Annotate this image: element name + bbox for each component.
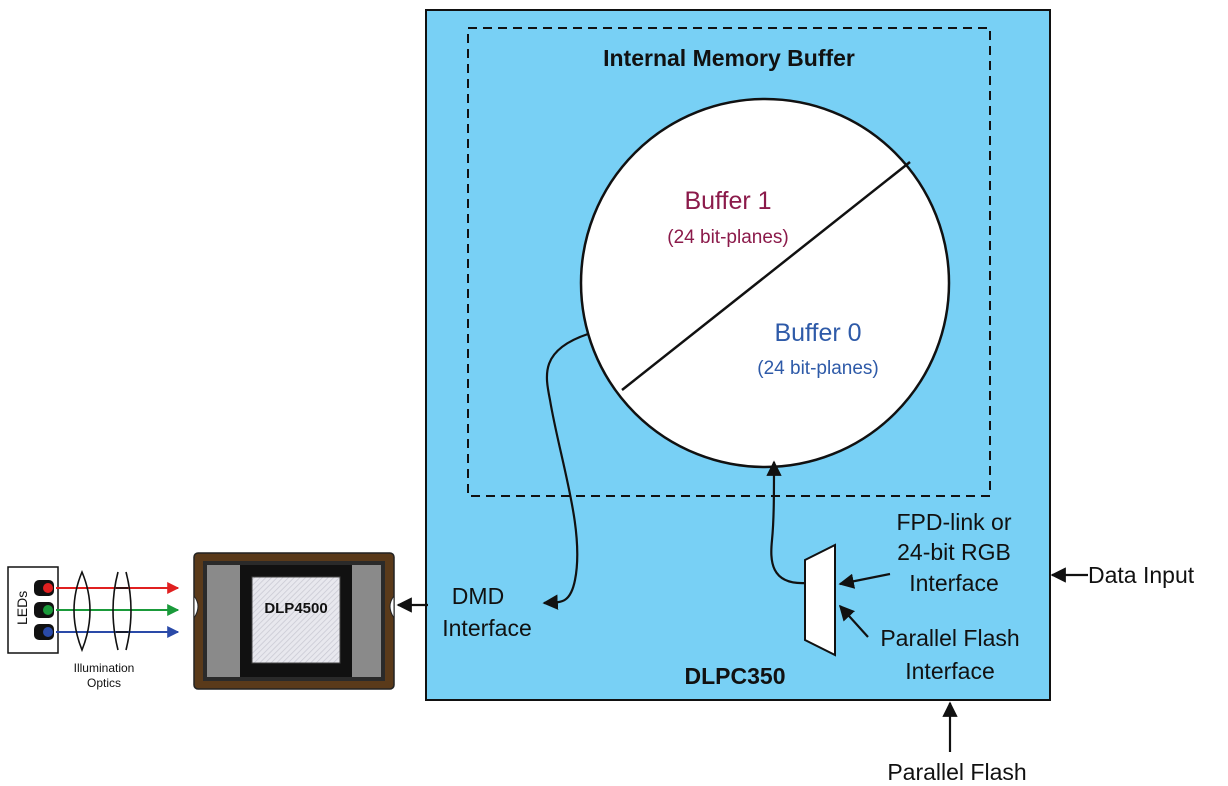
fpd-label-line2: 24-bit RGB xyxy=(897,539,1011,565)
fpd-arrow xyxy=(838,572,891,589)
flash-interface-arrow xyxy=(838,604,869,638)
fpd-label-line1: FPD-link or xyxy=(896,509,1011,535)
buffer-divider xyxy=(621,161,911,391)
fpd-label-line3: Interface xyxy=(909,570,999,596)
leds-label: LEDs xyxy=(14,591,30,625)
dlp4500-chip xyxy=(193,552,395,690)
flash-interface-line2: Interface xyxy=(905,658,995,684)
buffer0-label: Buffer 0 xyxy=(774,319,861,347)
chip-label: DLP4500 xyxy=(264,600,327,617)
optics-label-line2: Optics xyxy=(87,676,121,690)
internal-memory-buffer-frame xyxy=(467,27,991,497)
input-mux xyxy=(804,543,836,657)
buffer-title: Internal Memory Buffer xyxy=(603,45,855,71)
flash-interface-line1: Parallel Flash xyxy=(880,625,1019,651)
dmd-interface-line1: DMD xyxy=(452,583,504,609)
optics-label-line1: Illumination xyxy=(74,661,135,675)
led-module xyxy=(7,566,59,654)
buffer1-sub: (24 bit-planes) xyxy=(667,227,788,248)
buffer1-label: Buffer 1 xyxy=(684,187,771,215)
buffer-circle xyxy=(579,97,951,469)
dmd-interface-path xyxy=(542,332,589,610)
illumination-lenses xyxy=(73,569,132,653)
controller-label: DLPC350 xyxy=(685,663,786,689)
input-to-buffer-path xyxy=(766,460,807,585)
dmd-interface-line2: Interface xyxy=(442,615,532,641)
data-input-label: Data Input xyxy=(1088,562,1195,588)
buffer0-sub: (24 bit-planes) xyxy=(757,358,878,379)
parallel-flash-label: Parallel Flash xyxy=(887,759,1026,785)
